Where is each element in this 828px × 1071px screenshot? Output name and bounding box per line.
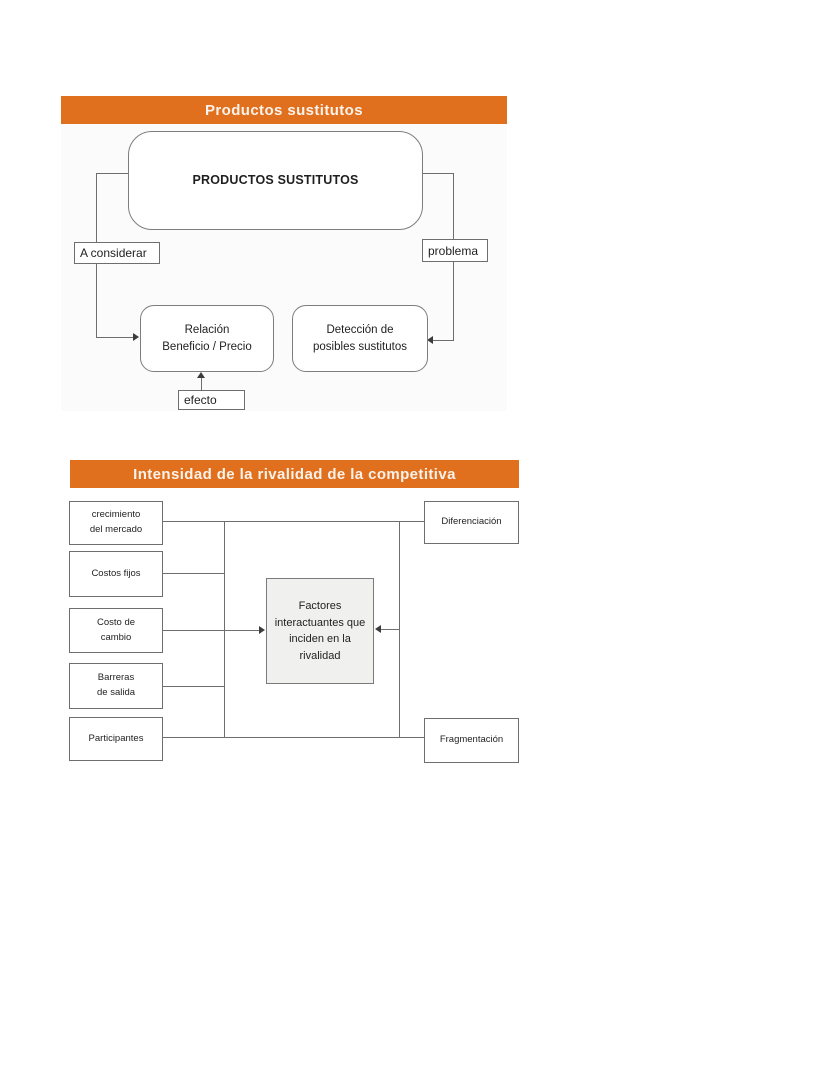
box-costo-cambio: Costo de cambio xyxy=(69,608,163,653)
connector-line-left-top xyxy=(96,173,128,174)
diagram2-title-banner: Intensidad de la rivalidad de la competi… xyxy=(70,460,519,488)
box-fragmentacion-label: Fragmentación xyxy=(439,734,504,746)
diagram2-title: Intensidad de la rivalidad de la competi… xyxy=(133,465,456,483)
connector-line-effect xyxy=(201,378,202,390)
box-fragmentacion: Fragmentación xyxy=(424,718,519,763)
node-productos-sustitutos: PRODUCTOS SUSTITUTOS xyxy=(128,131,423,230)
node-deteccion-sustitutos: Detección de posibles sustitutos xyxy=(292,305,428,372)
connector-line-right-bottom xyxy=(433,340,453,341)
node-deteccion-label: Detección de posibles sustitutos xyxy=(313,323,407,353)
box-crecimiento-mercado: crecimiento del mercado xyxy=(69,501,163,545)
arrow-right-icon xyxy=(259,626,265,634)
box-costo-cambio-label: Costo de cambio xyxy=(96,616,136,643)
diagram1-title: Productos sustitutos xyxy=(204,101,363,119)
box-factores-interactuantes: Factores interactuantes que inciden en l… xyxy=(266,578,374,684)
line-participantes-fragmentacion xyxy=(163,737,424,738)
node-productos-sustitutos-label: PRODUCTOS SUSTITUTOS xyxy=(192,173,359,188)
node-relacion-beneficio-precio: Relación Beneficio / Precio xyxy=(140,305,274,372)
line-crecimiento-diferenciacion xyxy=(163,521,424,522)
tag-a-considerar-label: A considerar xyxy=(80,246,147,260)
box-barreras-salida-label: Barreras de salida xyxy=(96,672,136,698)
tag-problema: problema xyxy=(422,239,488,262)
box-diferenciacion-label: Diferenciación xyxy=(441,516,502,528)
diagram1-title-banner: Productos sustitutos xyxy=(61,96,507,124)
arrow-left-icon xyxy=(375,625,381,633)
box-crecimiento-label: crecimiento del mercado xyxy=(89,509,143,535)
tag-problema-label: problema xyxy=(428,243,479,258)
box-participantes-label: Participantes xyxy=(88,732,144,744)
connector-line-right-top xyxy=(421,173,453,174)
line-costos-fijos xyxy=(163,573,224,574)
box-costos-fijos-label: Costos fijos xyxy=(91,567,141,579)
node-relacion-label: Relación Beneficio / Precio xyxy=(162,323,252,353)
tag-a-considerar: A considerar xyxy=(74,242,160,264)
line-left-vertical-bus xyxy=(224,521,225,738)
box-diferenciacion: Diferenciación xyxy=(424,501,519,544)
connector-line-left-bottom xyxy=(96,337,133,338)
box-participantes: Participantes xyxy=(69,717,163,761)
tag-efecto: efecto xyxy=(178,390,245,410)
line-barreras-salida xyxy=(163,686,224,687)
box-barreras-salida: Barreras de salida xyxy=(69,663,163,709)
arrow-right-icon xyxy=(133,333,139,341)
tag-efecto-label: efecto xyxy=(184,393,217,407)
arrow-up-icon xyxy=(197,372,205,378)
box-factores-label: Factores interactuantes que inciden en l… xyxy=(274,600,366,662)
box-costos-fijos: Costos fijos xyxy=(69,551,163,597)
line-costo-cambio xyxy=(163,630,259,631)
line-right-into-center xyxy=(381,629,400,630)
arrow-left-icon xyxy=(427,336,433,344)
